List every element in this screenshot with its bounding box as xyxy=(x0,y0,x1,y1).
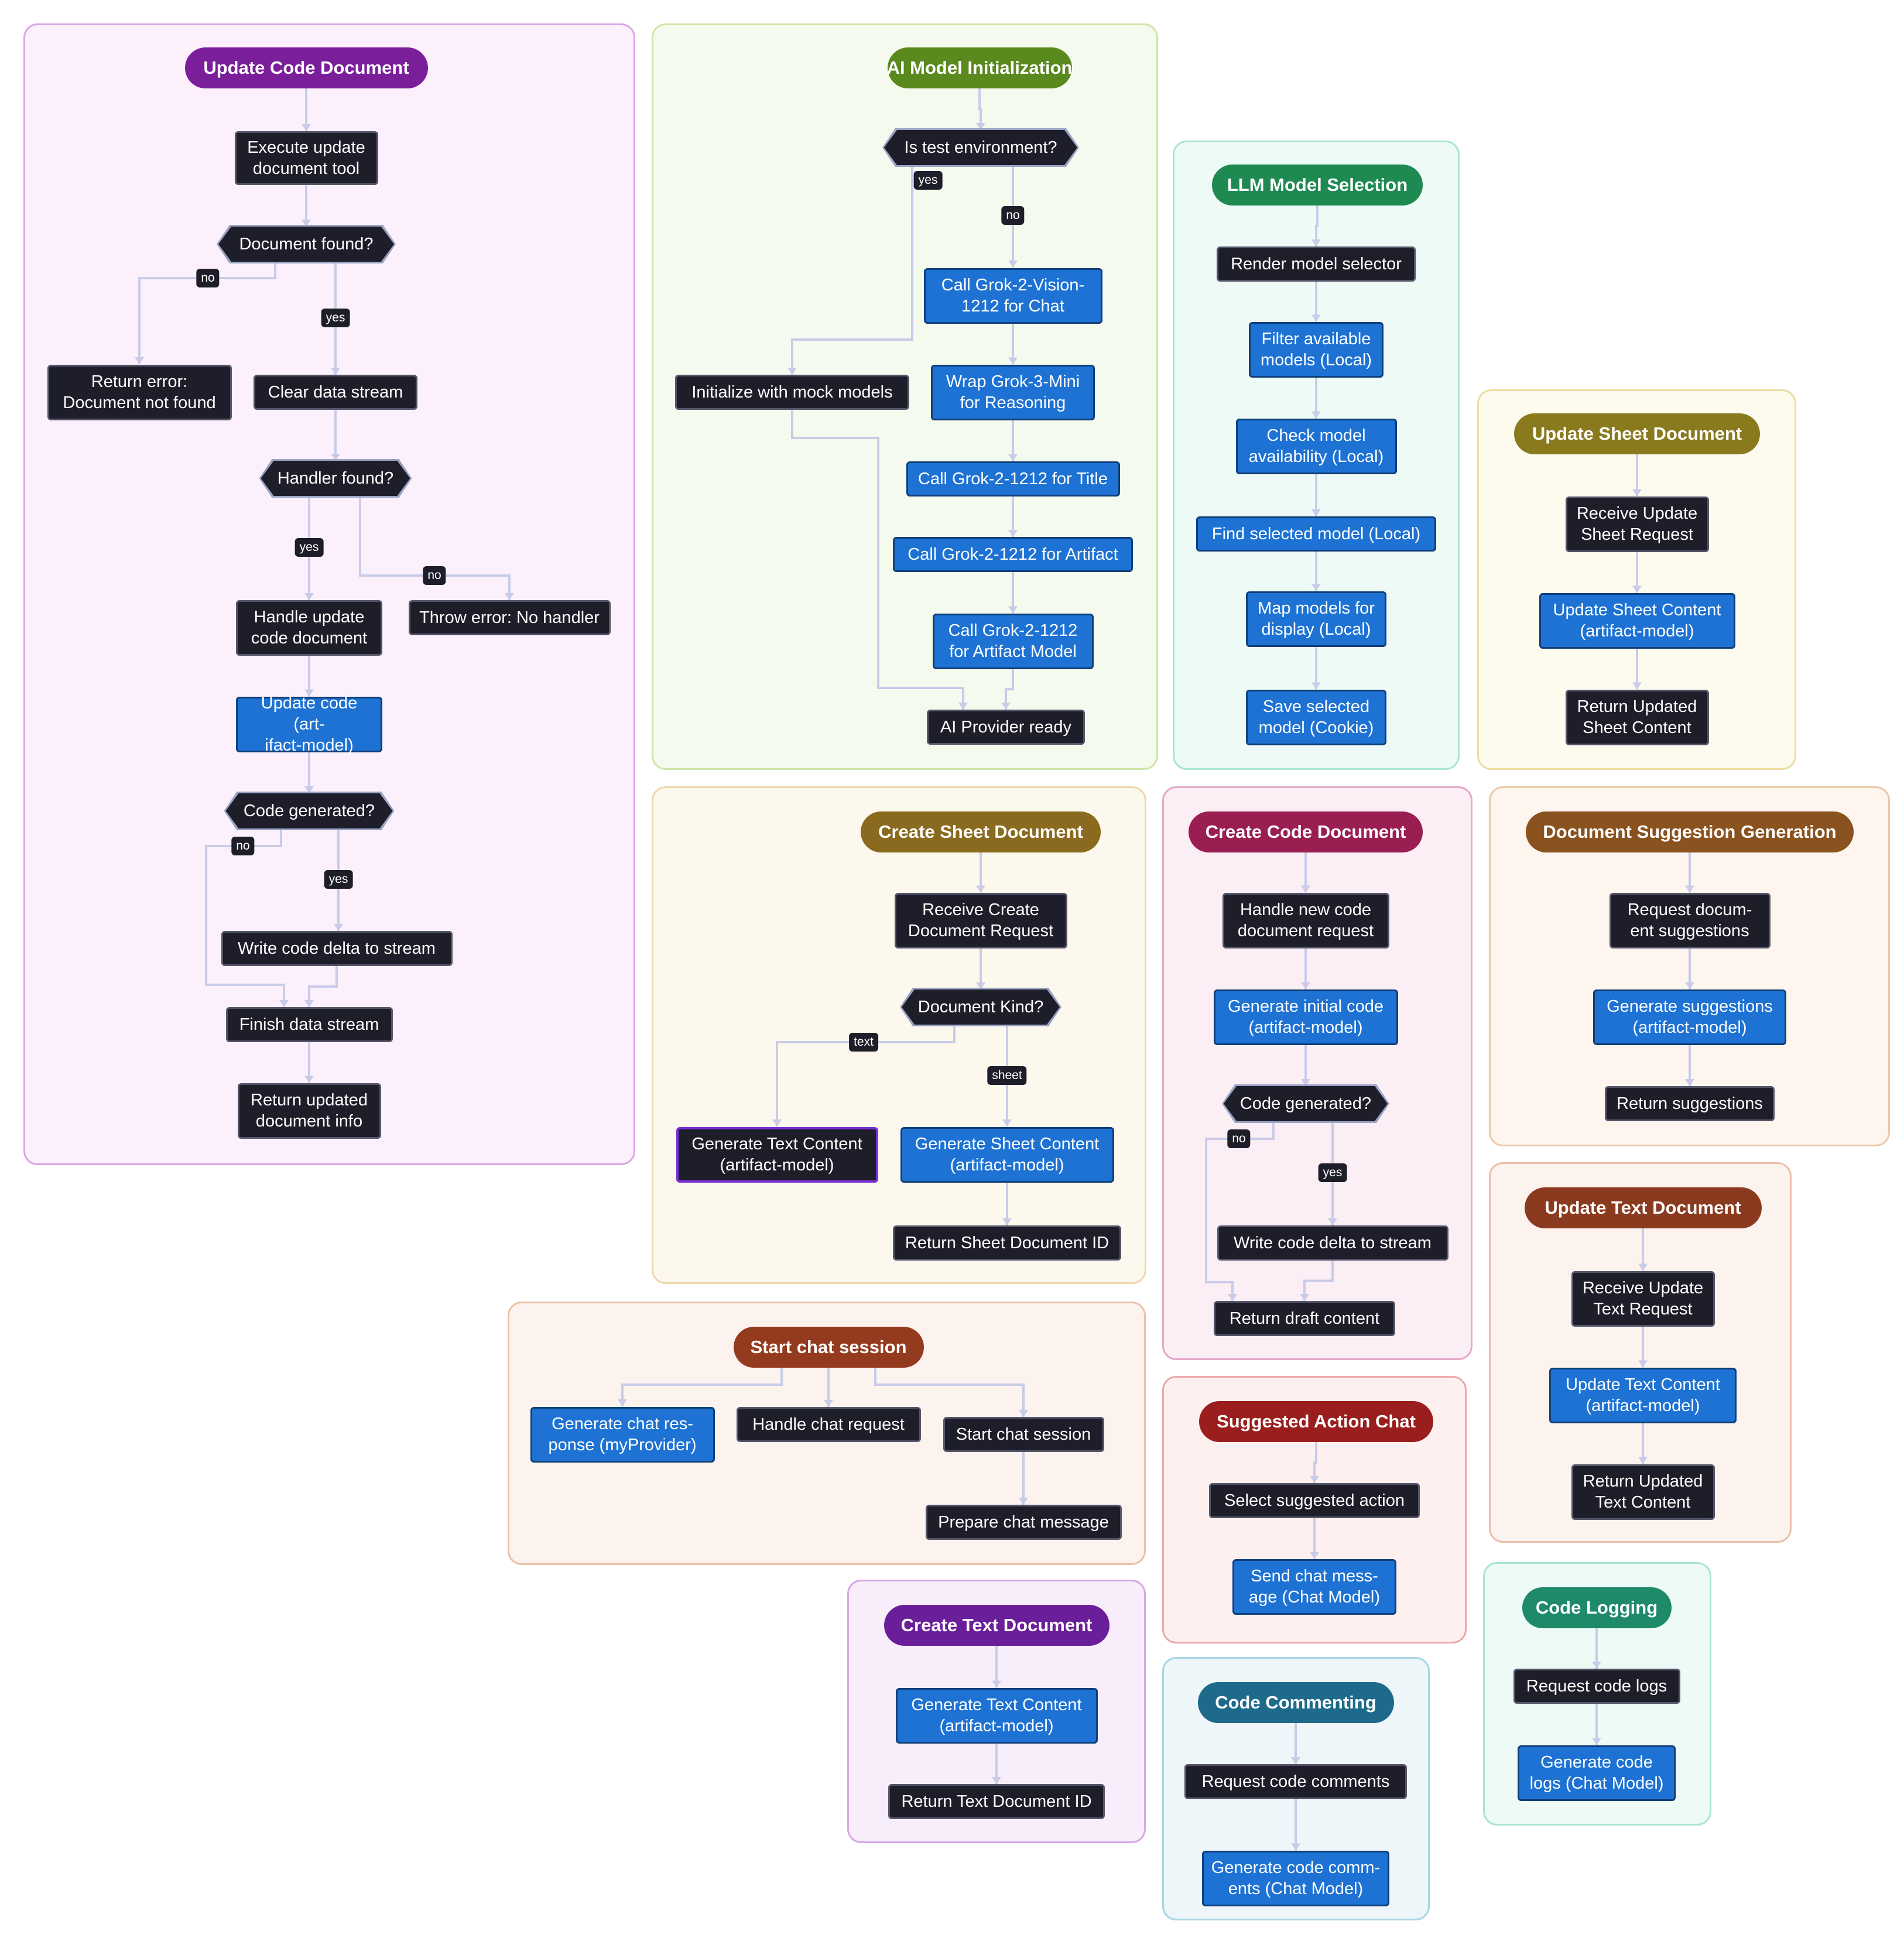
step-cs3[interactable]: Generate Text Content (artifact-model) xyxy=(676,1126,878,1183)
step-ct1[interactable]: Generate Text Content (artifact-model) xyxy=(895,1687,1098,1744)
step-cc4[interactable]: Write code delta to stream xyxy=(1217,1225,1448,1261)
panel-upd-code xyxy=(23,23,635,1165)
step-dg2[interactable]: Generate suggestions (artifact-model) xyxy=(1593,989,1786,1045)
panel-title-create-text: Create Text Document xyxy=(883,1605,1109,1646)
panel-title-create-code: Create Code Document xyxy=(1189,811,1423,852)
step-ct2[interactable]: Return Text Document ID xyxy=(888,1784,1105,1819)
step-cc2[interactable]: Generate initial code (artifact-model) xyxy=(1213,989,1398,1045)
step-uc7[interactable]: Throw error: No handler xyxy=(408,600,611,635)
step-uc6[interactable]: Handle update code document xyxy=(236,600,382,656)
step-cs4[interactable]: Generate Sheet Content (artifact-model) xyxy=(900,1126,1114,1183)
step-uc3[interactable]: Return error: Document not found xyxy=(47,364,232,420)
panel-title-upd-code: Update Code Document xyxy=(184,47,428,88)
step-us1[interactable]: Receive Update Sheet Request xyxy=(1565,496,1709,552)
step-ai3[interactable]: Initialize with mock models xyxy=(675,375,909,410)
panel-title-upd-text: Update Text Document xyxy=(1524,1187,1762,1228)
step-uc1[interactable]: Execute update document tool xyxy=(234,131,378,185)
step-ch1[interactable]: Generate chat res- ponse (myProvider) xyxy=(530,1406,715,1463)
step-uc10[interactable]: Write code delta to stream xyxy=(221,931,453,966)
step-ai4[interactable]: Wrap Grok-3-Mini for Reasoning xyxy=(931,364,1095,420)
edge-label-e-cs2-text: text xyxy=(849,1033,878,1052)
step-ls5[interactable]: Map models for display (Local) xyxy=(1246,591,1386,647)
panel-title-sugg-act: Suggested Action Chat xyxy=(1199,1401,1433,1442)
step-cc1[interactable]: Handle new code document request xyxy=(1222,892,1389,948)
step-ai5[interactable]: Call Grok-2-1212 for Title xyxy=(906,461,1120,496)
decision-uc5[interactable]: Handler found? xyxy=(261,461,410,496)
step-ch2[interactable]: Handle chat request xyxy=(736,1407,921,1442)
edge-label-e-uc2-no: no xyxy=(196,269,220,287)
step-cs1[interactable]: Receive Create Document Request xyxy=(894,892,1067,948)
step-us2[interactable]: Update Sheet Content (artifact-model) xyxy=(1539,593,1735,649)
step-sa1[interactable]: Select suggested action xyxy=(1209,1483,1420,1518)
step-uc12[interactable]: Return updated document info xyxy=(237,1083,381,1139)
step-ls2[interactable]: Filter available models (Local) xyxy=(1249,321,1384,378)
edge-label-e-ai1-yes: yes xyxy=(913,171,943,190)
panel-title-chat: Start chat session xyxy=(733,1327,924,1368)
step-us3[interactable]: Return Updated Sheet Content xyxy=(1565,689,1709,745)
edge-label-e-cs2-sheet: sheet xyxy=(987,1066,1027,1085)
decision-uc9[interactable]: Code generated? xyxy=(226,793,393,828)
panel-create-code xyxy=(1162,786,1472,1360)
step-uc4[interactable]: Clear data stream xyxy=(254,375,417,410)
step-ai2[interactable]: Call Grok-2-Vision- 1212 for Chat xyxy=(923,268,1102,324)
step-ut3[interactable]: Return Updated Text Content xyxy=(1571,1464,1715,1520)
panel-title-logging: Code Logging xyxy=(1522,1587,1672,1628)
step-ls3[interactable]: Check model availability (Local) xyxy=(1235,418,1397,474)
step-ls6[interactable]: Save selected model (Cookie) xyxy=(1246,689,1386,745)
edge-label-e-cc3-no: no xyxy=(1227,1129,1251,1148)
edge-label-e-uc9-yes: yes xyxy=(324,870,353,889)
edge-label-e-uc2-yes: yes xyxy=(321,309,350,327)
step-ai8[interactable]: AI Provider ready xyxy=(927,710,1085,745)
panel-title-ai-init: AI Model Initialization xyxy=(887,47,1072,88)
step-sa2[interactable]: Send chat mess- age (Chat Model) xyxy=(1232,1559,1396,1615)
decision-cs2[interactable]: Document Kind? xyxy=(902,989,1060,1025)
panel-title-doc-sugg: Document Suggestion Generation xyxy=(1526,811,1854,852)
decision-uc2[interactable]: Document found? xyxy=(218,227,394,262)
step-ut1[interactable]: Receive Update Text Request xyxy=(1571,1271,1715,1327)
step-lg1[interactable]: Request code logs xyxy=(1513,1669,1680,1704)
step-uc8[interactable]: Update code (art- ifact-model) xyxy=(236,694,382,755)
step-lg2[interactable]: Generate code logs (Chat Model) xyxy=(1518,1745,1676,1801)
step-dg1[interactable]: Request docum- ent suggestions xyxy=(1609,892,1771,948)
panel-title-llm-sel: LLM Model Selection xyxy=(1212,165,1423,206)
step-ch4[interactable]: Prepare chat message xyxy=(925,1505,1122,1540)
step-ls4[interactable]: Find selected model (Local) xyxy=(1196,516,1436,552)
step-cs5[interactable]: Return Sheet Document ID xyxy=(893,1225,1121,1261)
step-dg3[interactable]: Return suggestions xyxy=(1605,1086,1775,1121)
edge-label-e-uc5-yes: yes xyxy=(294,538,324,557)
panel-title-comment: Code Commenting xyxy=(1197,1682,1394,1723)
step-uc11[interactable]: Finish data stream xyxy=(225,1007,393,1042)
panel-title-create-sheet: Create Sheet Document xyxy=(861,811,1101,852)
edge-label-e-uc5-no: no xyxy=(423,566,446,585)
decision-ai1[interactable]: Is test environment? xyxy=(884,130,1077,165)
step-ut2[interactable]: Update Text Content (artifact-model) xyxy=(1549,1367,1737,1423)
panel-create-sheet xyxy=(652,786,1146,1284)
panel-title-upd-sheet: Update Sheet Document xyxy=(1514,413,1760,454)
edge-label-e-ai1-no: no xyxy=(1001,206,1025,225)
step-cm1[interactable]: Request code comments xyxy=(1184,1764,1407,1799)
step-ai6[interactable]: Call Grok-2-1212 for Artifact xyxy=(893,537,1133,572)
step-ai7[interactable]: Call Grok-2-1212 for Artifact Model xyxy=(932,613,1094,669)
step-cm2[interactable]: Generate code comm- ents (Chat Model) xyxy=(1202,1850,1389,1906)
step-ls1[interactable]: Render model selector xyxy=(1217,246,1416,282)
step-cc5[interactable]: Return draft content xyxy=(1214,1301,1395,1336)
decision-cc3[interactable]: Code generated? xyxy=(1224,1086,1388,1121)
edge-label-e-uc9-no: no xyxy=(231,837,255,855)
step-ch3[interactable]: Start chat session xyxy=(943,1417,1104,1452)
edge-label-e-cc3-yes: yes xyxy=(1318,1163,1347,1182)
